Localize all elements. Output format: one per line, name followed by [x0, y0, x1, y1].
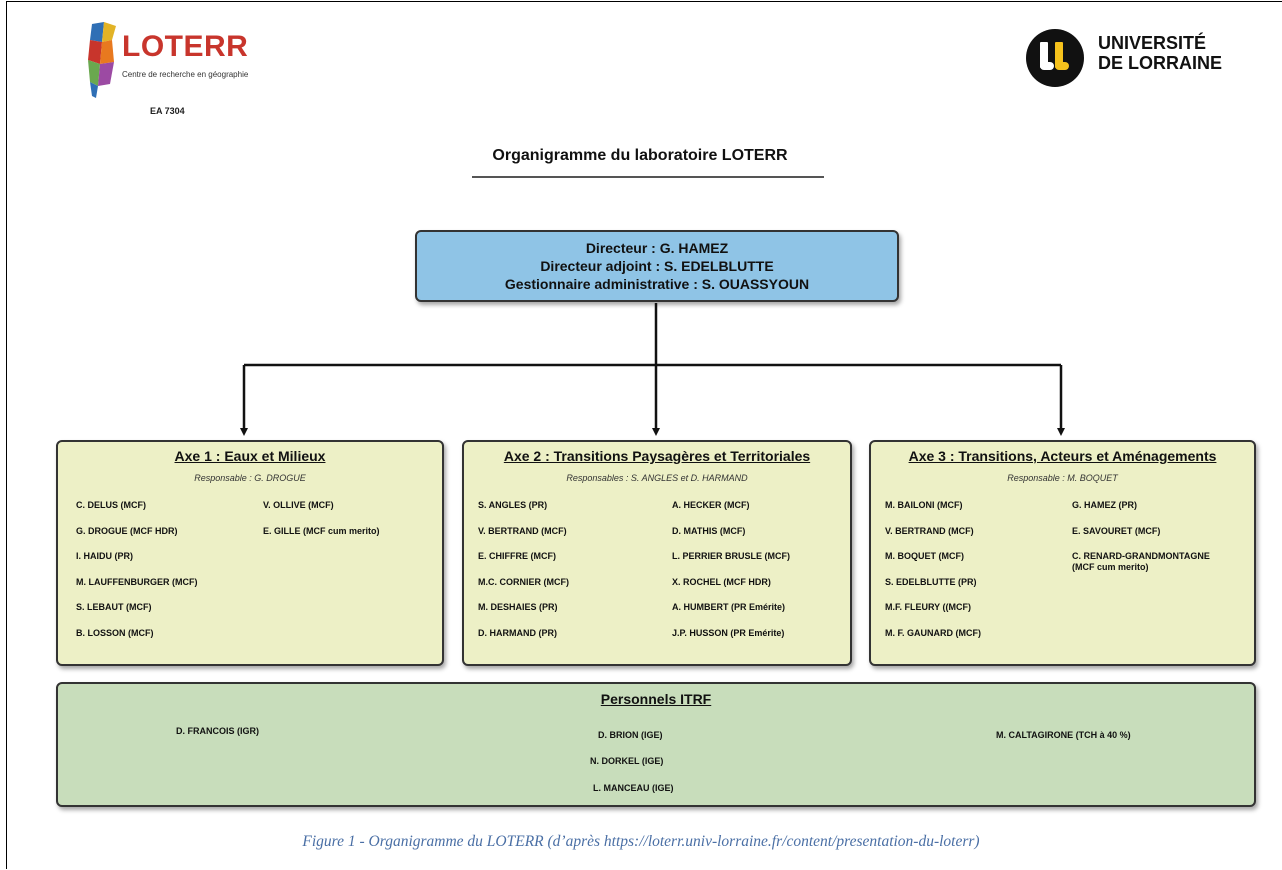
axe1-column-1: C. DELUS (MCF) G. DROGUE (MCF HDR) I. HA…: [76, 500, 197, 653]
member-name: G. DROGUE (MCF HDR): [76, 525, 178, 536]
member-name: E. CHIFFRE (MCF): [478, 551, 556, 561]
itrf-member: N. DORKEL (IGE): [590, 756, 664, 766]
member-name: D. HARMAND (PR): [478, 627, 557, 638]
title-underline: [472, 176, 824, 178]
axe2-column-2: A. HECKER (MCF) D. MATHIS (MCF) L. PERRI…: [672, 500, 790, 653]
axe3-column-2: G. HAMEZ (PR) E. SAVOURET (MCF) C. RENAR…: [1072, 500, 1210, 577]
chart-title: Organigramme du laboratoire LOTERR: [492, 147, 788, 164]
director-line: Directeur : G. HAMEZ: [585, 240, 729, 256]
member-name: G. HAMEZ (PR): [1072, 500, 1137, 510]
member-name: M. BAILONI (MCF): [885, 500, 963, 510]
axe3-box: Axe 3 : Transitions, Acteurs et Aménagem…: [869, 440, 1256, 666]
member-name: B. LOSSON (MCF): [76, 627, 154, 638]
member-name: M.C. CORNIER (MCF): [478, 576, 569, 587]
member-name: J.P. HUSSON (PR Emérite): [672, 627, 785, 638]
member-name: S. LEBAUT (MCF): [76, 602, 152, 612]
itrf-member: D. BRION (IGE): [598, 730, 663, 740]
loterr-subtitle: Centre de recherche en géographie: [122, 70, 249, 79]
member-name: V. BERTRAND (MCF): [478, 525, 567, 536]
member-name: D. MATHIS (MCF): [672, 525, 746, 536]
director-box: Directeur : G. HAMEZ Directeur adjoint :…: [415, 230, 899, 302]
axe3-title: Axe 3 : Transitions, Acteurs et Aménagem…: [908, 448, 1217, 464]
axe1-column-2: V. OLLIVE (MCF) E. GILLE (MCF cum merito…: [263, 500, 380, 551]
deputy-director-line: Directeur adjoint : S. EDELBLUTTE: [540, 258, 774, 274]
member-name: M. F. GAUNARD (MCF): [885, 627, 981, 638]
member-name: E. SAVOURET (MCF): [1072, 525, 1161, 536]
figure-caption: Figure 1 - Organigramme du LOTERR (d’apr…: [302, 833, 980, 850]
itrf-member: L. MANCEAU (IGE): [593, 783, 674, 793]
itrf-box: Personnels ITRF D. FRANCOIS (IGR) D. BRI…: [56, 682, 1256, 807]
universite-name-line2: DE LORRAINE: [1098, 53, 1223, 73]
member-name: A. HECKER (MCF): [672, 500, 750, 510]
page-frame: [6, 1, 1282, 869]
universite-name-line1: UNIVERSITÉ: [1098, 33, 1207, 53]
member-name: V. OLLIVE (MCF): [263, 500, 334, 510]
loterr-logo-icon: [88, 22, 116, 98]
member-name: I. HAIDU (PR): [76, 551, 133, 561]
itrf-member-right: M. CALTAGIRONE (TCH à 40 %): [996, 730, 1131, 740]
member-name: E. GILLE (MCF cum merito): [263, 525, 380, 536]
member-name: S. EDELBLUTTE (PR): [885, 576, 977, 587]
axe2-responsable: Responsables : S. ANGLES et D. HARMAND: [566, 473, 748, 483]
member-name: L. PERRIER BRUSLE (MCF): [672, 551, 790, 561]
axe1-box: Axe 1 : Eaux et Milieux Responsable : G.…: [56, 440, 444, 666]
universite-lorraine-logo-icon: [1026, 29, 1084, 87]
axe2-title: Axe 2 : Transitions Paysagères et Territ…: [503, 448, 811, 464]
axe2-column-1: S. ANGLES (PR) V. BERTRAND (MCF) E. CHIF…: [478, 500, 569, 653]
member-name: M. BOQUET (MCF): [885, 551, 964, 561]
axe2-box: Axe 2 : Transitions Paysagères et Territ…: [462, 440, 852, 666]
member-name: M. DESHAIES (PR): [478, 602, 558, 612]
member-name: C. DELUS (MCF): [76, 500, 146, 510]
member-name: A. HUMBERT (PR Emérite): [672, 602, 786, 612]
member-name: M.F. FLEURY ((MCF): [885, 602, 971, 612]
administrator-line: Gestionnaire administrative : S. OUASSYO…: [504, 276, 810, 292]
member-name: S. ANGLES (PR): [478, 500, 548, 510]
member-name: M. LAUFFENBURGER (MCF): [76, 576, 198, 587]
axe1-responsable: Responsable : G. DROGUE: [194, 473, 306, 483]
itrf-member-left: D. FRANCOIS (IGR): [176, 726, 259, 736]
loterr-name: LOTERR: [122, 30, 249, 63]
member-name: C. RENARD-GRANDMONTAGNE (MCF cum merito): [1072, 551, 1210, 572]
member-name: V. BERTRAND (MCF): [885, 525, 974, 536]
axe3-responsable: Responsable : M. BOQUET: [1007, 473, 1118, 483]
itrf-title: Personnels ITRF: [600, 691, 712, 707]
member-name: X. ROCHEL (MCF HDR): [672, 576, 771, 587]
axe1-title: Axe 1 : Eaux et Milieux: [174, 448, 326, 464]
loterr-ea-code: EA 7304: [150, 106, 185, 116]
axe3-column-1: M. BAILONI (MCF) V. BERTRAND (MCF) M. BO…: [885, 500, 981, 653]
